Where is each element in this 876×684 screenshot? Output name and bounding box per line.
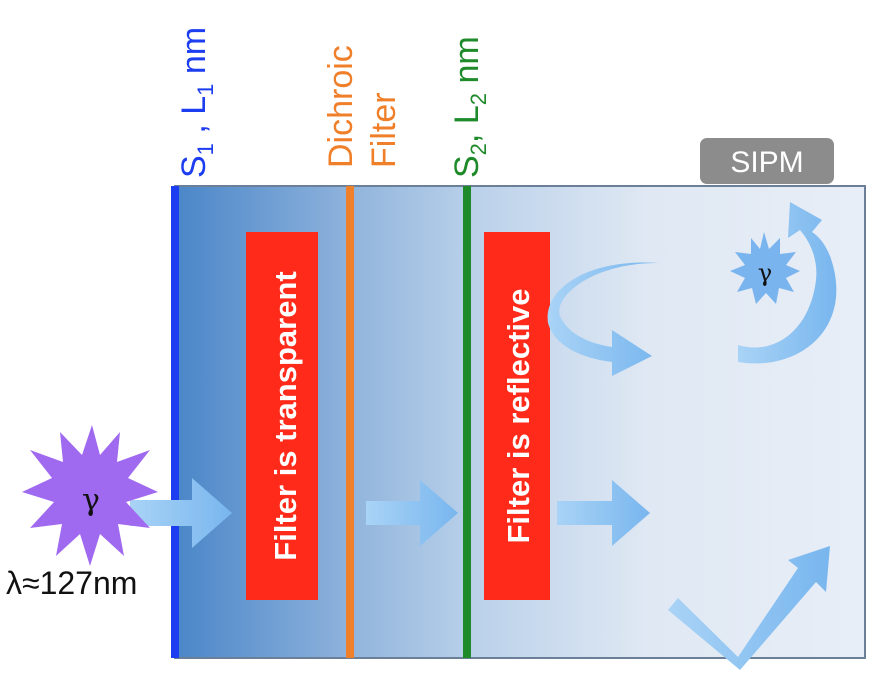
region-dichroic-s2 [350, 186, 467, 658]
reflection-curve-arrow [547, 262, 660, 376]
transmitted-arrow [366, 480, 458, 546]
filter-reflective-box [484, 232, 550, 600]
s1-l1-label: S1 , L1 nm [175, 27, 218, 178]
s2-line [463, 186, 471, 658]
incoming-arrow [130, 478, 232, 548]
filter-transparent-box [246, 232, 318, 600]
sipm-label: SIPM [730, 146, 803, 179]
gamma-inner-star-icon [730, 232, 800, 304]
dichroic-label-line2: Filter [365, 92, 403, 168]
dichroic-label-line1: Dichroic [322, 45, 360, 168]
gamma-source-symbol: γ [82, 483, 100, 518]
wavelength-label: λ≈127nm [6, 565, 137, 601]
gamma-source-star-icon [22, 425, 158, 566]
filter-transparent-text: Filter is transparent [268, 271, 303, 560]
sipm-curve-arrow [738, 202, 837, 364]
sipm-box [700, 138, 834, 184]
bounce-arrow [668, 546, 830, 670]
dichroic-filter-line [346, 186, 354, 658]
gamma-inner-symbol: γ [758, 259, 772, 287]
filter-reflective-text: Filter is reflective [501, 288, 536, 543]
s2-l2-label: S2, L2 nm [448, 36, 491, 178]
s1-line [171, 186, 179, 658]
forward-arrow [557, 480, 650, 546]
